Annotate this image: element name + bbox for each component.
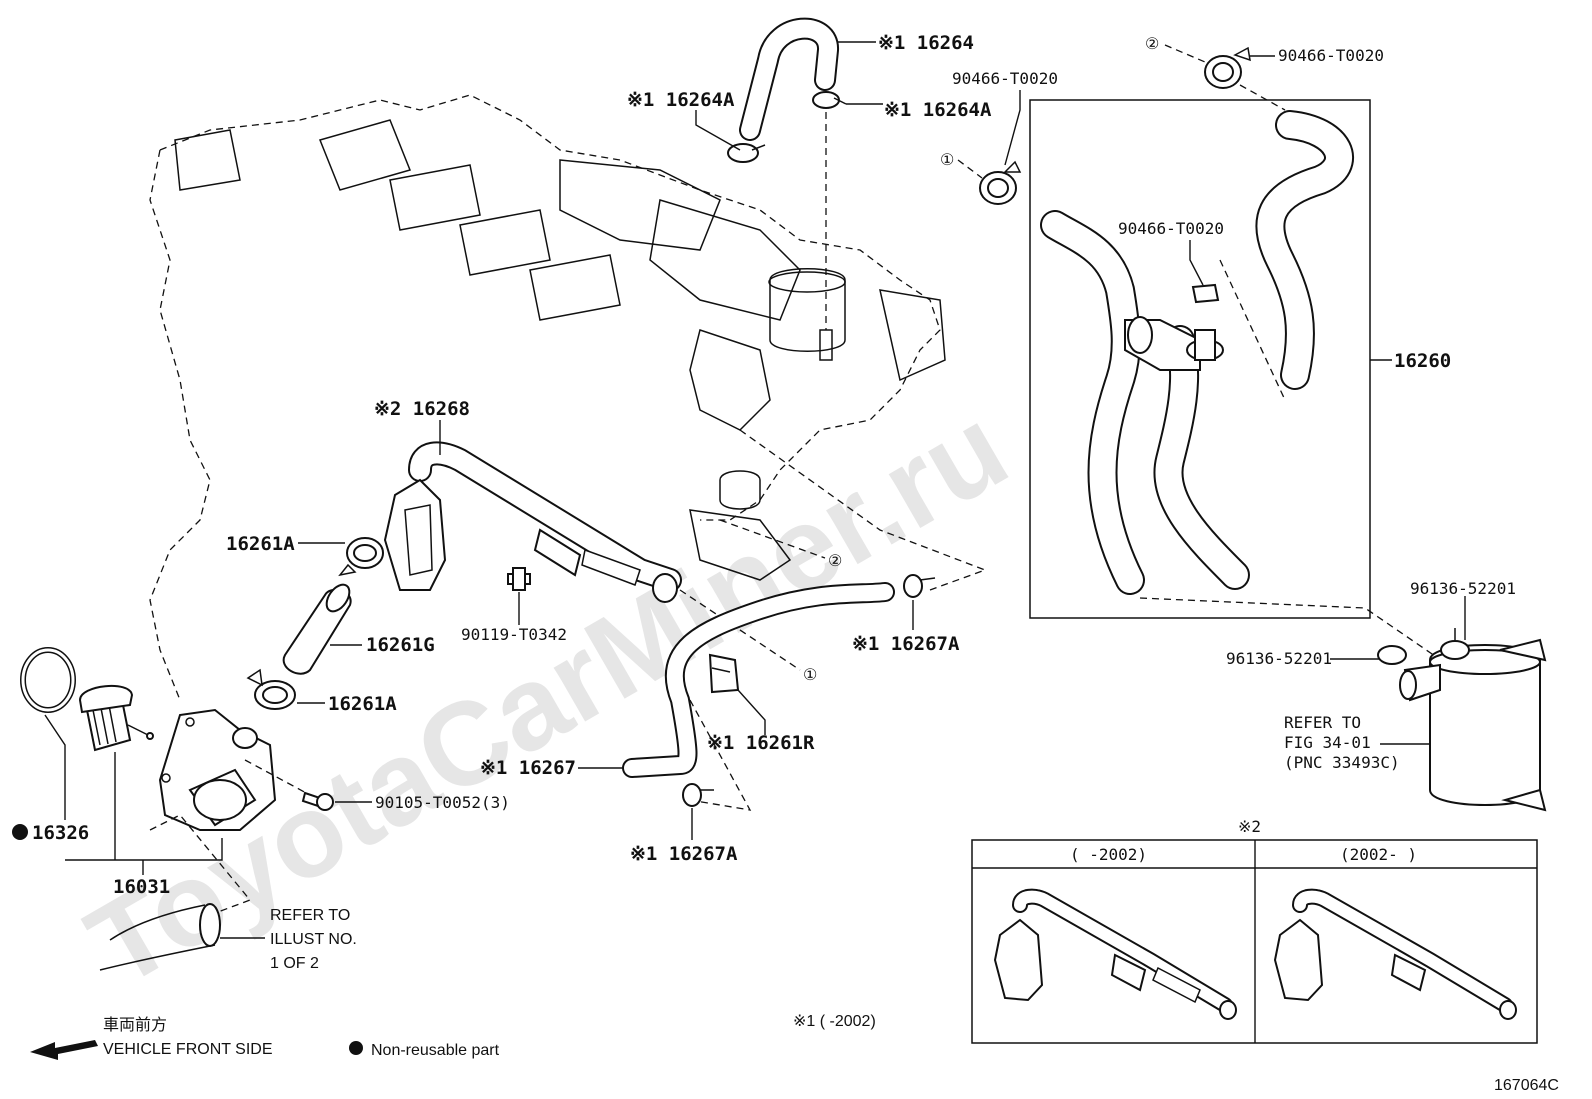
label-16326: 16326 [32, 822, 89, 844]
guide-line [679, 589, 801, 671]
vehicle-front-arrow-icon [30, 1040, 98, 1060]
thermostat[interactable] [78, 684, 154, 752]
refer-fig-1: REFER TO [1284, 713, 1361, 732]
circle-1-mid: ① [803, 665, 817, 684]
assembly-box-16260 [1029, 99, 1371, 619]
label-90466-box: 90466-T0020 [1118, 219, 1224, 238]
pipe-16268-variant-left[interactable] [993, 888, 1237, 1020]
circle-2-mid: ② [828, 551, 842, 570]
hose-16264[interactable] [739, 17, 839, 141]
gasket-16326[interactable] [20, 647, 76, 713]
label-16260: 16260 [1394, 350, 1451, 372]
clamp-16267A-right[interactable] [903, 574, 936, 598]
label-96136-top: 96136-52201 [1410, 579, 1516, 598]
label-16264A-left: ※1 16264A [627, 89, 735, 111]
refer-illust-1: REFER TO [270, 907, 350, 924]
variant-left-header: ( -2002) [1070, 845, 1147, 864]
vehicle-front-en: VEHICLE FRONT SIDE [103, 1041, 273, 1058]
hose-16267[interactable] [622, 582, 895, 778]
oil-cooler[interactable] [1399, 638, 1547, 812]
clamp-96136-a[interactable] [1440, 628, 1470, 660]
pipe-stub [819, 329, 833, 361]
nonreusable-legend: Non-reusable part [371, 1042, 500, 1059]
bracket-16031 [65, 838, 223, 861]
label-90466-mid: 90466-T0020 [952, 69, 1058, 88]
note-1-range: ※1 ( -2002) [793, 1013, 876, 1030]
clip-90466-box[interactable] [1191, 283, 1220, 304]
clamp-16264A-left[interactable] [727, 143, 766, 163]
circle-2-top: ② [1145, 34, 1159, 53]
pipe-16268[interactable] [383, 441, 682, 603]
variant-right-header: (2002- ) [1340, 845, 1417, 864]
clamp-90466-circ1[interactable] [979, 160, 1022, 205]
nonreusable-legend-dot [349, 1041, 363, 1055]
vehicle-front-jp: 車両前方 [103, 1016, 167, 1034]
note-2: ※2 [1238, 817, 1261, 836]
diagram-id: 167064C [1494, 1077, 1559, 1094]
label-16261A-top: 16261A [226, 533, 295, 555]
label-16031: 16031 [113, 876, 170, 898]
hose-16260-left[interactable] [1040, 210, 1250, 595]
clamp-16267A-bottom[interactable] [682, 783, 714, 807]
hose-16260-right[interactable] [1255, 110, 1354, 390]
refer-fig-2: FIG 34-01 [1284, 733, 1371, 752]
label-16267A-bottom: ※1 16267A [630, 843, 738, 865]
hose-refer-illust[interactable] [99, 903, 221, 971]
label-16267: ※1 16267 [480, 757, 576, 779]
nonreusable-dot [12, 824, 28, 840]
bolt-90119[interactable] [507, 567, 531, 591]
label-16264: ※1 16264 [878, 32, 974, 54]
clamp-16264A-right[interactable] [812, 91, 847, 109]
pipe-16268-variant-right[interactable] [1273, 888, 1517, 1020]
label-16261R: ※1 16261R [707, 732, 815, 754]
water-inlet-housing[interactable] [158, 708, 277, 831]
label-16267A-right: ※1 16267A [852, 633, 960, 655]
clamp-96136-b[interactable] [1377, 645, 1407, 665]
clip-16261R[interactable] [708, 653, 740, 694]
clamp-90466-circ2[interactable] [1204, 46, 1251, 89]
clamp-16261A-bottom[interactable] [246, 668, 296, 710]
label-90466-top: 90466-T0020 [1278, 46, 1384, 65]
label-96136-mid: 96136-52201 [1226, 649, 1332, 668]
label-90105: 90105-T0052(3) [375, 793, 510, 812]
label-90119: 90119-T0342 [461, 625, 567, 644]
refer-fig-3: (PNC 33493C) [1284, 753, 1400, 772]
refer-illust-2: ILLUST NO. [270, 931, 357, 948]
label-16268: ※2 16268 [374, 398, 470, 420]
label-16264A-right: ※1 16264A [884, 99, 992, 121]
circle-1-top: ① [940, 150, 954, 169]
refer-illust-3: 1 OF 2 [270, 955, 319, 972]
variant-table: ( -2002) (2002- ) [971, 839, 1538, 1044]
hose-16261G[interactable] [282, 581, 354, 675]
label-16261G: 16261G [366, 634, 435, 656]
label-16261A-bottom: 16261A [328, 693, 397, 715]
clamp-16261A-top[interactable] [338, 537, 384, 577]
bolt-90105[interactable] [301, 791, 334, 811]
